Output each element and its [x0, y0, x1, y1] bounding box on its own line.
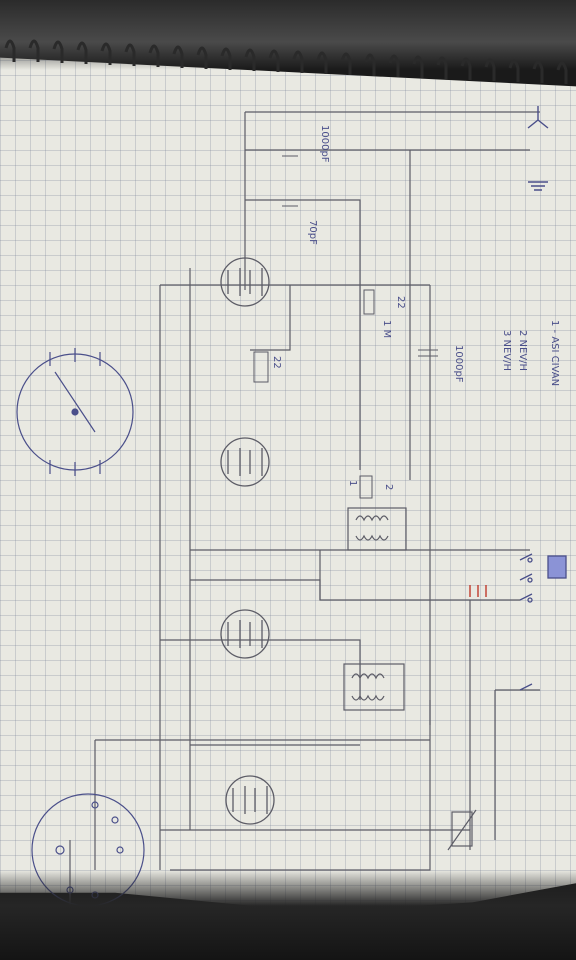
label-1000pf: 1000pF	[453, 345, 464, 383]
label-1m: 1 M	[381, 320, 392, 338]
antenna-ground-symbols	[527, 106, 549, 191]
label-1000pf-left: 1000pF	[319, 125, 330, 163]
label-1: 1	[347, 480, 358, 486]
wire-h6	[160, 639, 361, 700]
vacuum-tube-3	[220, 609, 270, 659]
capacitor-1000pf	[418, 349, 438, 357]
spiral-binding	[4, 39, 568, 84]
resistor-1m	[363, 289, 375, 315]
resistor-22	[253, 351, 269, 383]
wire-h11	[170, 700, 431, 871]
resistor-2-1	[359, 475, 373, 499]
variable-capacitor	[447, 809, 477, 851]
label-70pf: 70pF	[307, 220, 318, 245]
coil-transformer-2	[343, 663, 405, 711]
vacuum-tube-2	[220, 437, 270, 487]
notebook-bottom-shadow	[0, 870, 576, 960]
note-line-1: 1 - ASI CIVAN	[549, 320, 560, 386]
notebook-top-shadow	[0, 0, 576, 70]
note-line-2: 2 NEV/H	[517, 330, 528, 371]
rotary-switch	[16, 348, 134, 476]
note-line-3: 3 NEV/H	[501, 330, 512, 371]
capacitor-70pf	[282, 199, 298, 207]
vacuum-tube-1	[220, 257, 270, 307]
capacitor-1000pf-left	[282, 149, 298, 157]
wire-h9	[160, 829, 471, 850]
coil-transformer-1	[347, 507, 407, 551]
vacuum-tube-4	[225, 775, 275, 825]
wire-h2	[245, 199, 361, 470]
switch-contacts	[519, 553, 567, 691]
red-marks	[469, 585, 487, 597]
label-2: 2	[383, 484, 394, 490]
wire-v-mid	[250, 285, 291, 351]
label-22b: 22	[271, 356, 282, 369]
label-22: 22	[395, 296, 406, 309]
